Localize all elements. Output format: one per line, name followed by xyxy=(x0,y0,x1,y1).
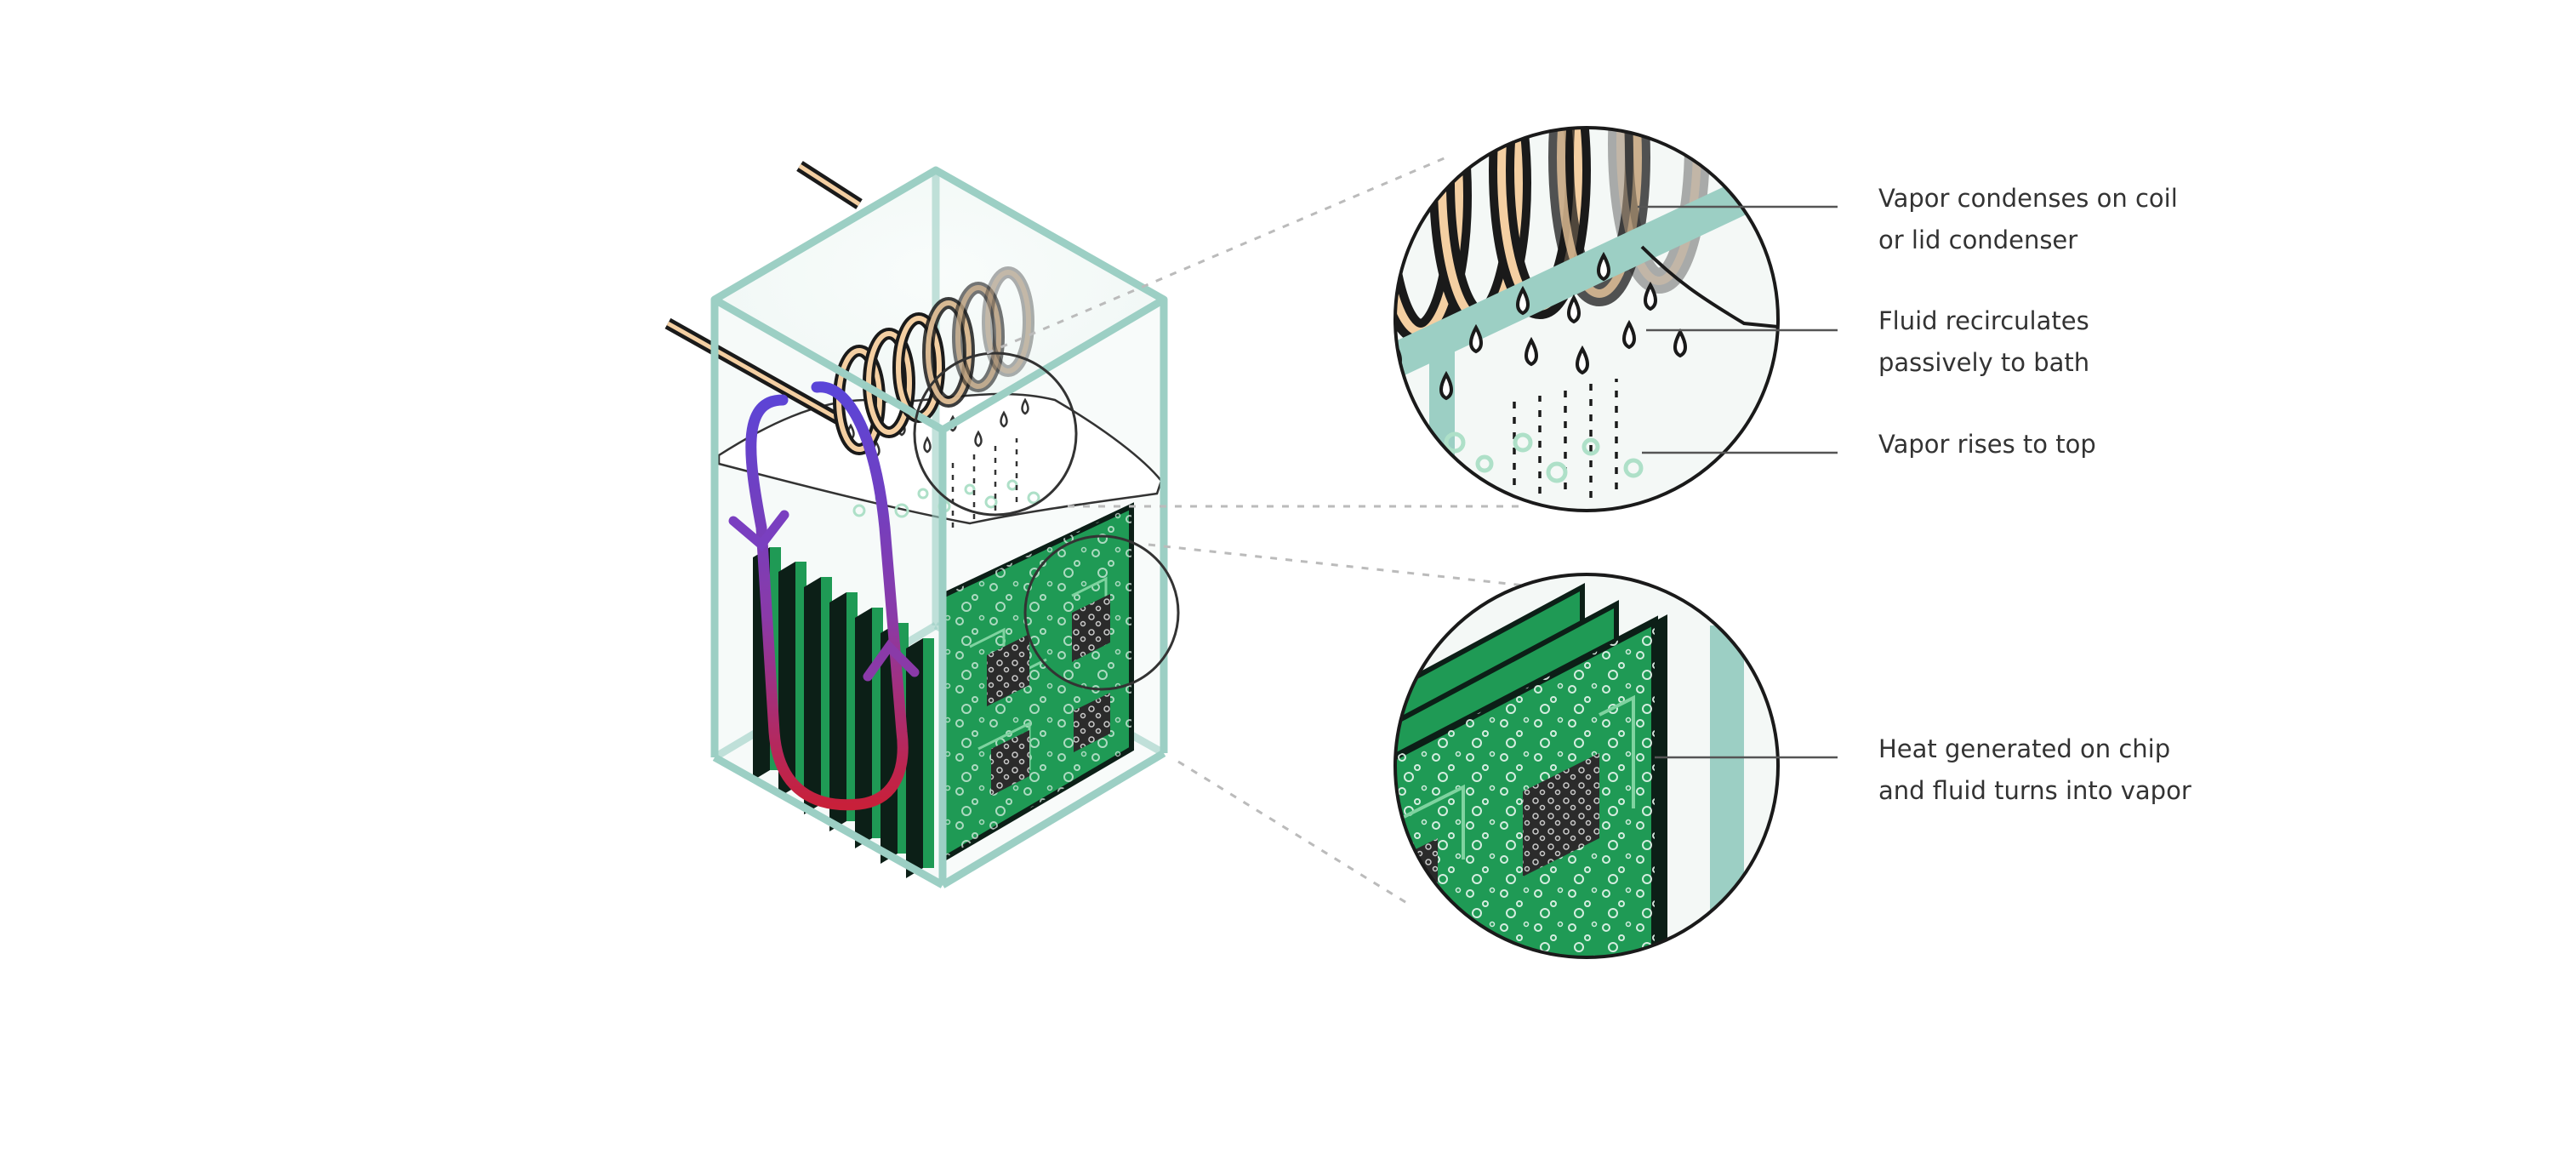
server-board-stack xyxy=(753,502,1134,878)
board-edge xyxy=(855,608,883,848)
flow-arrow-down xyxy=(728,510,789,551)
label-fluid-recirculates-1: Fluid recirculates xyxy=(1878,306,2089,335)
label-vapor-condenses-2: or lid condenser xyxy=(1878,226,2077,254)
tank-frame xyxy=(710,166,1168,888)
zoom-connectors xyxy=(986,156,1541,908)
board-edge xyxy=(829,592,858,831)
board-edge xyxy=(778,562,806,797)
zoom-marker-bottom xyxy=(1023,534,1180,691)
board-edge xyxy=(906,638,934,878)
label-vapor-condenses-1: Vapor condenses on coil xyxy=(1878,184,2178,213)
detail-condenser xyxy=(1393,126,1780,512)
callout-lines xyxy=(1638,205,1838,759)
label-heat-generated-1: Heat generated on chip xyxy=(1878,734,2170,763)
detail-chip xyxy=(1393,573,1780,959)
label-fluid-recirculates-2: passively to bath xyxy=(1878,348,2089,377)
recirculation-loop xyxy=(728,381,920,811)
flow-arrow-up xyxy=(863,639,920,682)
condenser-pipes xyxy=(664,161,863,427)
labels: Vapor condenses on coil or lid condenser… xyxy=(1878,184,2191,805)
label-heat-generated-2: and fluid turns into vapor xyxy=(1878,776,2191,805)
label-vapor-rises: Vapor rises to top xyxy=(1878,430,2096,459)
board-edge xyxy=(804,577,832,814)
zoom-marker-top xyxy=(913,351,1078,517)
